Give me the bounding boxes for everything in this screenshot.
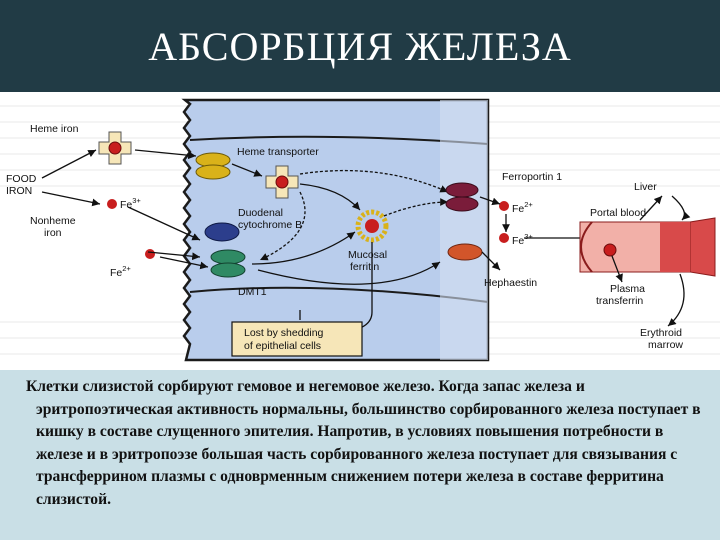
duodenal-cytochrome-protein — [204, 222, 240, 242]
basolateral-zone — [440, 100, 488, 360]
lost-by-shedding-box — [231, 321, 363, 357]
intracellular-arrows — [231, 163, 449, 336]
slide-title: АБСОРБЦИЯ ЖЕЛЕЗА — [148, 23, 572, 69]
transferrin-iron-dot — [603, 243, 617, 257]
export-arrows — [479, 196, 588, 271]
erythroid-label-1: Erythroid — [640, 327, 682, 339]
portal-blood-label: Portal blood — [590, 207, 646, 219]
caption-panel: Клетки слизистой сорбируют гемовое и нег… — [0, 370, 720, 540]
erythroid-label-2: marrow — [648, 339, 683, 351]
food-iron-label-1: FOOD — [6, 173, 37, 185]
plasma-label-1: Plasma — [610, 283, 645, 295]
fe2-label: Fe2+ — [110, 264, 131, 279]
heme-cross-icon — [98, 131, 132, 165]
mucosal-ferritin-icon — [355, 209, 389, 243]
fe2-right-dot — [499, 201, 509, 211]
dmt1-label: DMT1 — [238, 286, 267, 298]
fe3-right-label: Fe3+ — [512, 232, 533, 247]
nonheme-label-1: Nonheme — [30, 215, 76, 227]
fe3-iron-dot — [107, 199, 117, 209]
intake-arrows — [41, 149, 209, 270]
dmt1-protein — [210, 249, 246, 278]
liver-label: Liver — [634, 181, 657, 193]
fe3-right-dot — [499, 233, 509, 243]
portal-blood-vessel — [579, 217, 716, 277]
ferroportin-protein — [445, 182, 479, 212]
systemic-arrows — [611, 195, 691, 327]
title-bar: АБСОРБЦИЯ ЖЕЛЕЗА — [0, 0, 720, 92]
intracellular-heme-icon — [265, 165, 299, 199]
mucosal-label-1: Mucosal — [348, 249, 387, 261]
mucosal-label-2: ferritin — [350, 261, 379, 273]
diagram-svg: Heme iron FOOD IRON Nonheme iron Fe3+ Fe… — [0, 98, 720, 362]
duodenal-label-1: Duodenal — [238, 207, 283, 219]
lost-label-2: of epithelial cells — [244, 340, 321, 352]
iron-absorption-diagram: Heme iron FOOD IRON Nonheme iron Fe3+ Fe… — [0, 92, 720, 370]
caption-text: Клетки слизистой сорбируют гемовое и нег… — [26, 378, 701, 508]
fe2-iron-dot — [145, 249, 155, 259]
hephaestin-protein — [447, 243, 483, 261]
hephaestin-label: Hephaestin — [484, 277, 537, 289]
plasma-label-2: transferrin — [596, 295, 643, 307]
heme-iron-label: Heme iron — [30, 123, 79, 135]
enterocyte-cell — [181, 98, 490, 362]
ferroportin-label: Ferroportin 1 — [502, 171, 562, 183]
lost-label-1: Lost by shedding — [244, 327, 324, 339]
heme-transporter-label: Heme transporter — [237, 146, 319, 158]
nonheme-label-2: iron — [44, 227, 62, 239]
food-iron-label-2: IRON — [6, 185, 32, 197]
duodenal-label-2: cytochrome B — [238, 219, 302, 231]
fe2-right-label: Fe2+ — [512, 200, 533, 215]
heme-transporter-protein — [195, 152, 231, 180]
